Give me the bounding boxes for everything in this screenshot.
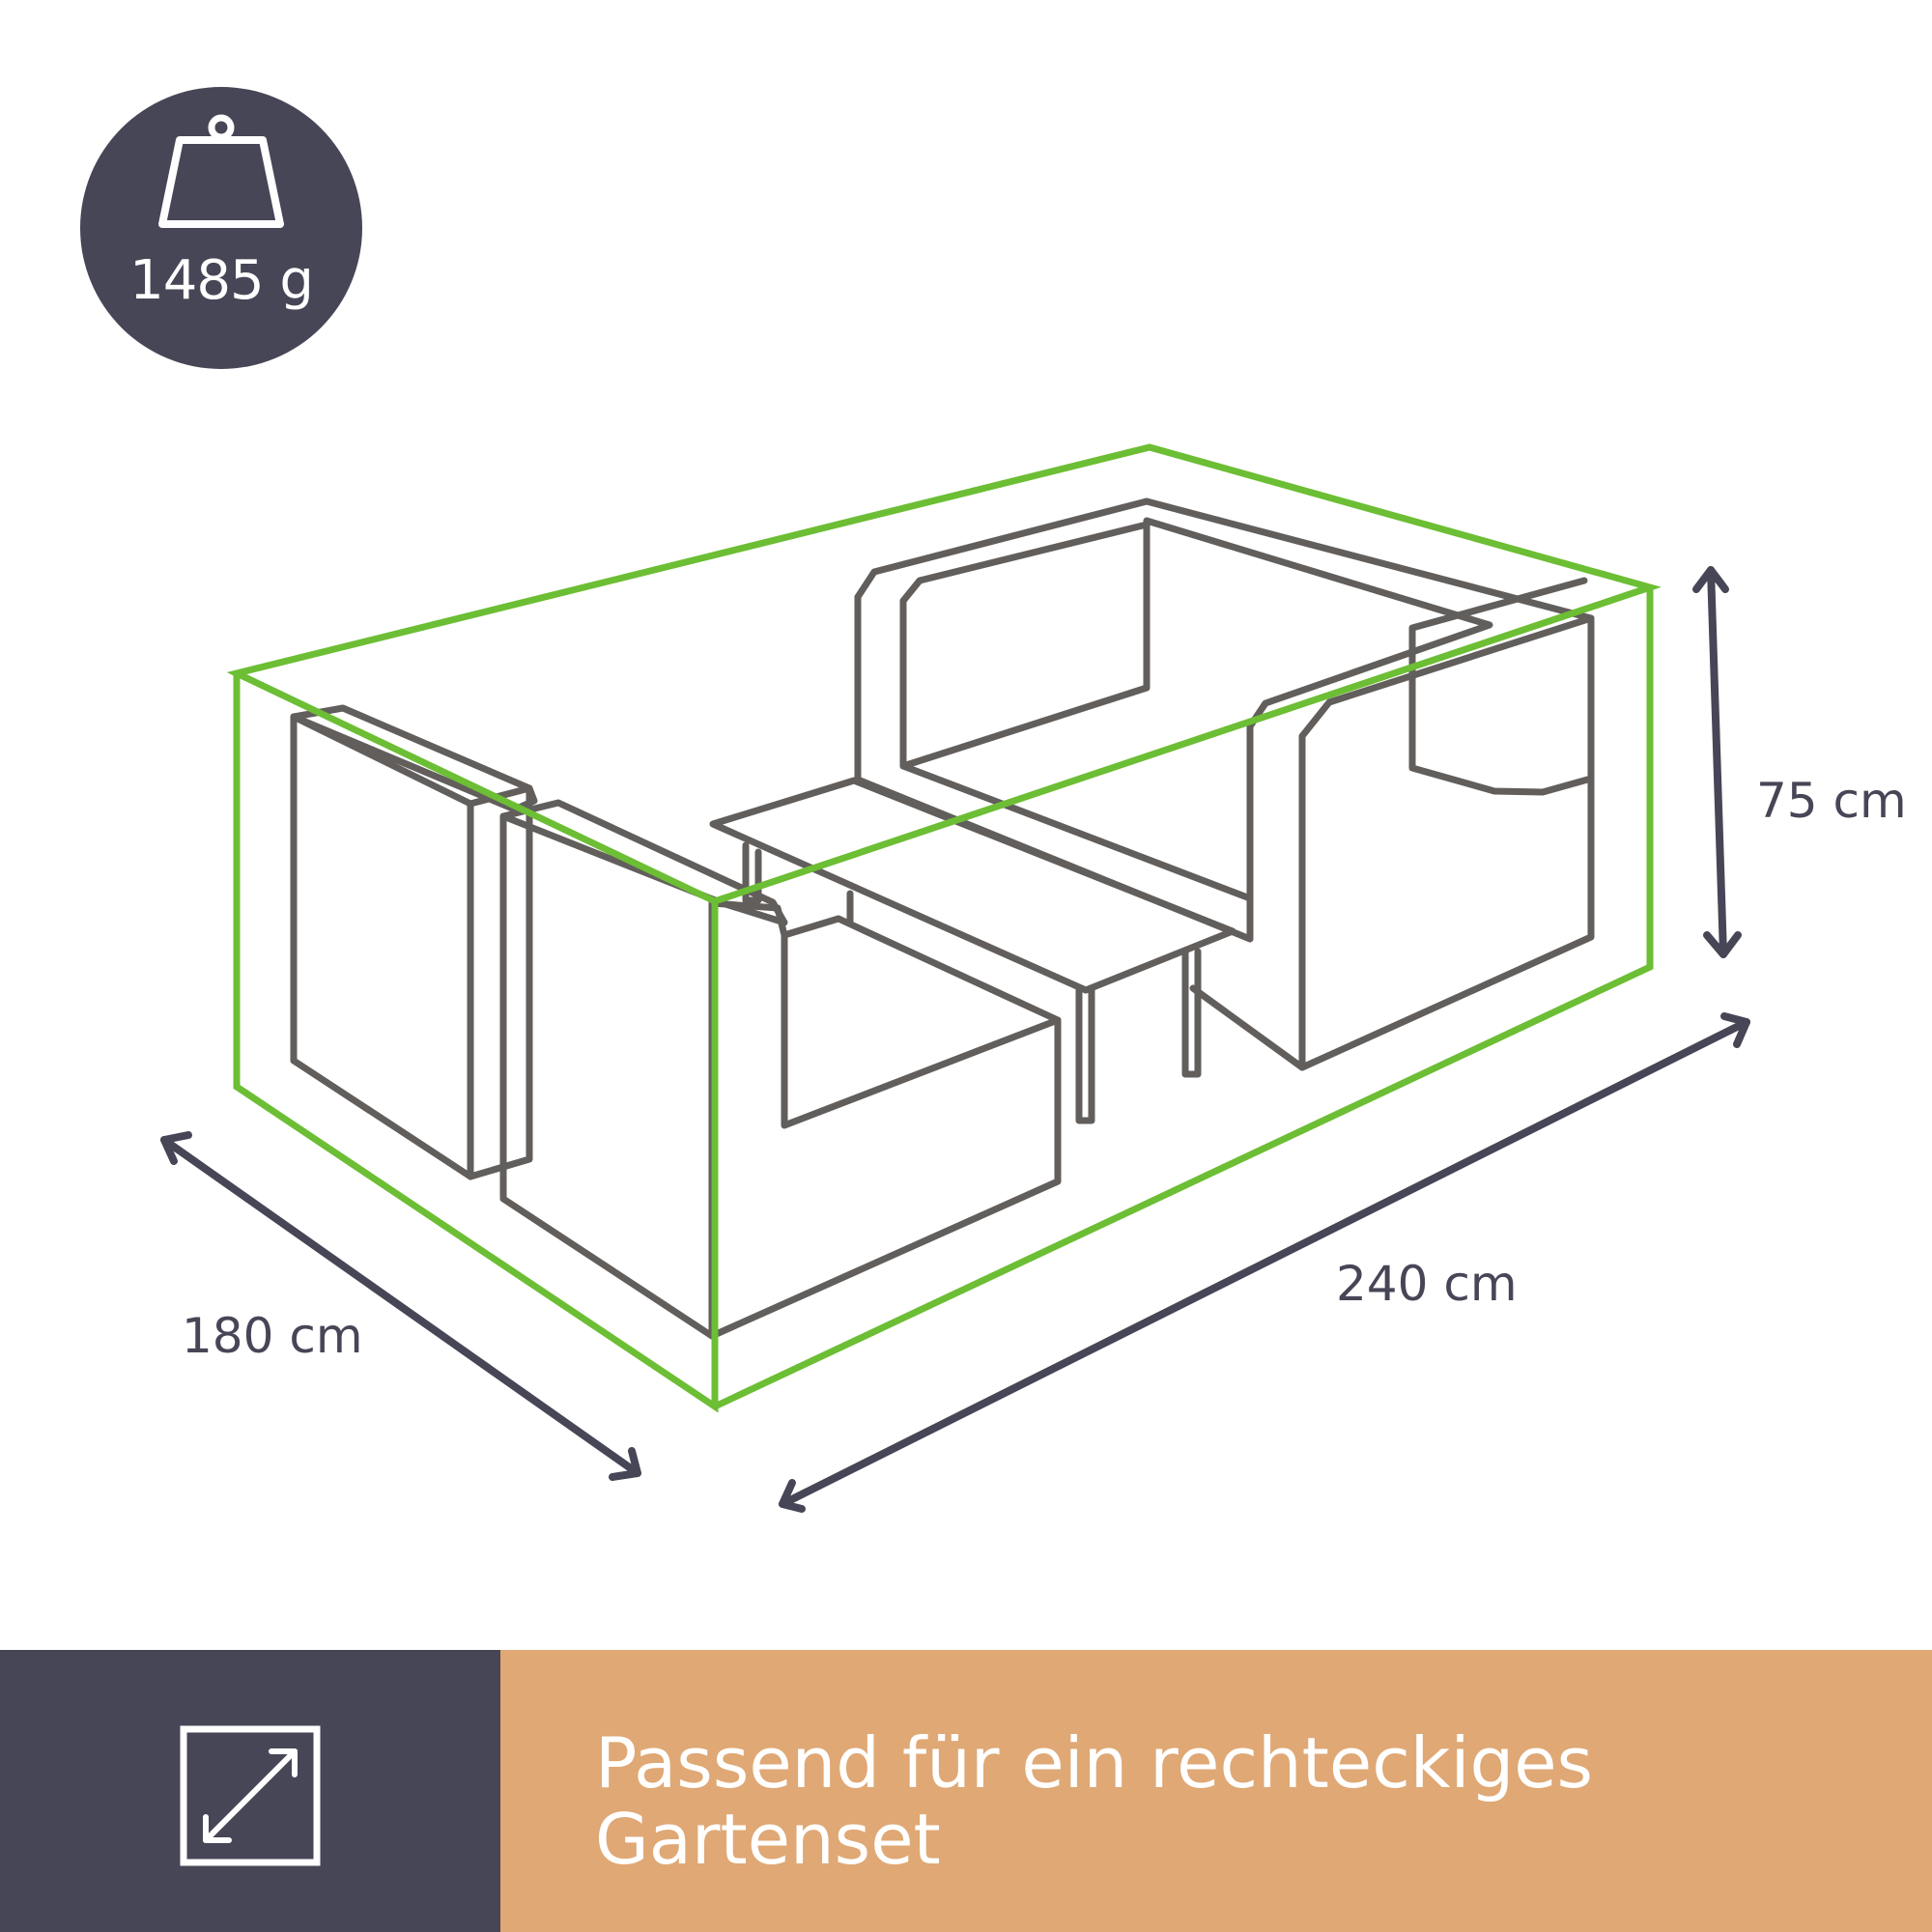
garden-set-drawing [160, 443, 1750, 1513]
height-arrow [1692, 566, 1742, 958]
height-arrow-head-start-icon [1692, 566, 1729, 593]
dimension-arrows [160, 566, 1750, 1513]
right-sofa [1298, 614, 1595, 1071]
height-arrow-head-end-icon [1703, 931, 1742, 958]
back-sofa-frame [854, 517, 1493, 943]
caption-panel: Passend für ein rechteckiges Gartenset [500, 1650, 1932, 1932]
caption-band: Passend für ein rechteckiges Gartenset [0, 1650, 1932, 1932]
back-sofa-seat [899, 762, 1254, 902]
left-chair-front [290, 713, 474, 1180]
depth-arrow-head-start-icon [160, 1131, 192, 1165]
width-label: 240 cm [1336, 1256, 1518, 1312]
back-sofa-outer [1143, 497, 1595, 796]
height-label: 75 cm [1756, 773, 1907, 829]
icon-panel [0, 1650, 500, 1932]
weight-icon [158, 114, 284, 228]
table-leg-front [1075, 984, 1095, 1124]
front-chair-cushion [781, 915, 1062, 1024]
caption-text: Passend für ein rechteckiges Gartenset [595, 1722, 1593, 1881]
furniture-outline [290, 497, 1595, 1340]
front-chair-side [499, 812, 716, 1340]
depth-label: 180 cm [182, 1308, 363, 1364]
table-leg-right [1181, 948, 1202, 1078]
right-sofa-base [1189, 984, 1306, 1071]
cover-front-left [233, 673, 719, 1413]
cover-box-outline [226, 443, 1662, 1413]
cover-front-right [713, 587, 1654, 1410]
width-arrow-head-start-icon [779, 1479, 806, 1513]
table-leg-left [742, 841, 762, 904]
front-chair-seat [708, 899, 1062, 1340]
width-arrow-head-end-icon [1720, 1012, 1750, 1048]
diagonal-arrow-icon [180, 1725, 321, 1866]
back-sofa-top [854, 497, 1151, 601]
depth-arrow-head-end-icon [609, 1447, 641, 1481]
depth-arrow [160, 1131, 641, 1481]
weight-label: 1485 g [129, 249, 314, 312]
weight-badge: 1485 g [80, 87, 362, 369]
cover-top [226, 443, 1662, 905]
width-arrow [779, 1012, 1750, 1513]
